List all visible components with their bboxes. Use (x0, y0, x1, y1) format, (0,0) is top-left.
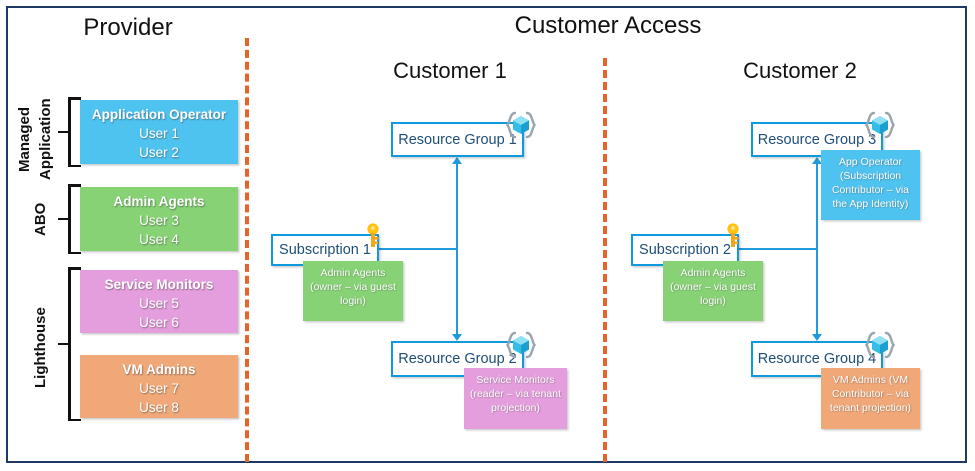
resource-group-label: Resource Group 2 (398, 351, 517, 367)
group-user: User 5 (139, 296, 179, 312)
page-title-customer-access: Customer Access (514, 12, 702, 39)
connector-customer1-subscription (362, 248, 458, 250)
arrowhead-down-rg2 (452, 334, 462, 341)
resource-group-label: Resource Group 4 (757, 351, 877, 367)
resource-group-label: Resource Group 1 (398, 131, 517, 148)
group-user: User 7 (139, 381, 179, 397)
connector-customer1-trunk (456, 163, 458, 337)
role-callout-admin-agents-customer1[interactable]: Admin Agents (owner – via guest login) (303, 261, 403, 321)
label-managed: Managed (16, 106, 33, 172)
group-user: User 6 (139, 315, 179, 331)
section-title-customer-1: Customer 1 (393, 58, 507, 83)
arrowhead-down-rg4 (812, 334, 822, 341)
group-title: Admin Agents (113, 194, 205, 209)
group-user: User 8 (139, 400, 179, 416)
divider-provider-customer (245, 38, 249, 462)
connector-customer2-trunk (816, 163, 818, 337)
group-box-vm-admins[interactable]: VM Admins User 7 User 8 (80, 355, 238, 418)
label-abo: ABO (32, 202, 49, 236)
subscription-label: Subscription 1 (279, 242, 371, 258)
label-application: Application (37, 98, 54, 180)
group-user: User 1 (139, 126, 179, 142)
resource-group-label: Resource Group 3 (757, 131, 877, 148)
subscription-1-box[interactable]: Subscription 1 (271, 234, 379, 266)
subscription-key-icon (367, 223, 379, 247)
group-user: User 3 (139, 213, 179, 229)
group-title: Application Operator (91, 107, 227, 122)
role-callout-text: Service Monitors (reader – via tenant pr… (469, 374, 562, 414)
subscription-key-icon (727, 223, 739, 247)
resource-group-cube-icon (864, 331, 896, 359)
section-title-customer-2: Customer 2 (743, 58, 857, 83)
resource-group-1-box[interactable]: Resource Group 1 (391, 122, 524, 157)
connector-customer2-subscription (722, 248, 818, 250)
role-callout-text: Admin Agents (owner – via guest login) (670, 267, 756, 307)
role-callout-vm-admins-customer2[interactable]: VM Admins (VM Contributor – via tenant p… (821, 368, 920, 429)
role-callout-admin-agents-customer2[interactable]: Admin Agents (owner – via guest login) (663, 261, 763, 321)
diagram-outer-frame (6, 6, 967, 463)
label-lighthouse: Lighthouse (32, 307, 49, 388)
divider-customer1-customer2 (603, 58, 607, 462)
group-user: User 4 (139, 232, 179, 248)
subscription-label: Subscription 2 (639, 242, 731, 258)
group-user: User 2 (139, 145, 179, 161)
group-box-admin-agents[interactable]: Admin Agents User 3 User 4 (80, 187, 238, 251)
group-box-service-monitors[interactable]: Service Monitors User 5 User 6 (80, 270, 238, 333)
group-title: VM Admins (122, 362, 196, 377)
group-box-application-operator[interactable]: Application Operator User 1 User 2 (80, 100, 238, 164)
arrowhead-up-rg1 (452, 157, 462, 164)
group-title: Service Monitors (104, 277, 214, 292)
subscription-2-box[interactable]: Subscription 2 (631, 234, 739, 266)
resource-group-cube-icon (505, 331, 537, 359)
role-callout-text: VM Admins (VM Contributor – via tenant p… (829, 374, 912, 414)
resource-group-cube-icon (505, 111, 537, 139)
role-callout-app-operator-customer2[interactable]: App Operator (Subscription Contributor –… (821, 150, 920, 220)
role-callout-text: App Operator (Subscription Contributor –… (831, 156, 910, 210)
role-callout-service-monitors-customer1[interactable]: Service Monitors (reader – via tenant pr… (464, 368, 567, 429)
arrowhead-up-rg3 (812, 157, 822, 164)
resource-group-cube-icon (864, 111, 896, 139)
role-callout-text: Admin Agents (owner – via guest login) (310, 267, 396, 307)
page-title-provider: Provider (83, 14, 173, 41)
